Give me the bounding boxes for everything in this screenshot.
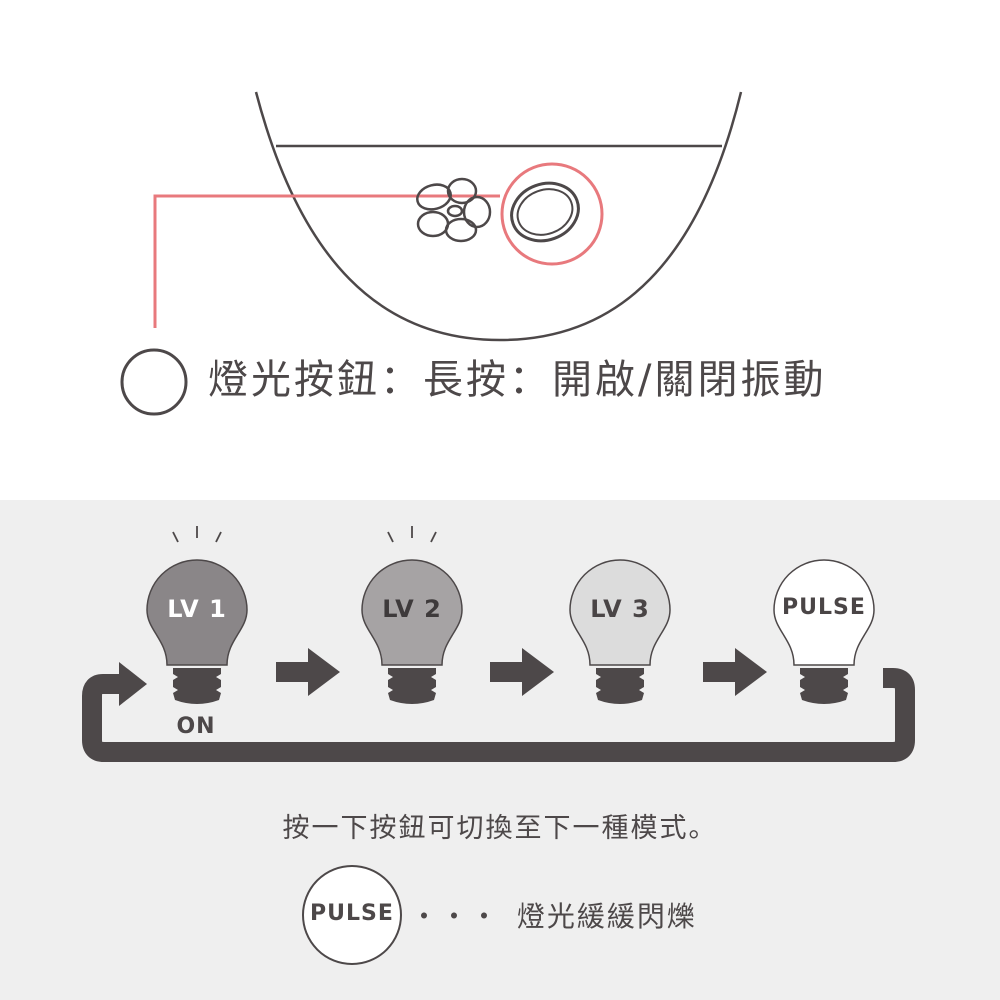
bulb-base [596,668,644,704]
arrow-right-icon [703,648,767,696]
loop-arrowhead [119,662,147,706]
bulb-base [173,668,221,704]
callout-line [155,196,500,328]
bulb-label: LV 2 [362,595,462,623]
bulb-label: PULSE [774,595,874,620]
instruction-text: 按一下按鈕可切換至下一種模式。 [0,806,1000,845]
arrow-right-icon [276,648,340,696]
bulb-label: LV 3 [570,595,670,623]
button-caption: 燈光按鈕：長按：開啟/關閉振動 [208,350,826,410]
legend-badge-label: PULSE [303,901,401,926]
legend-text: 燈光緩緩閃爍 [517,900,697,933]
legend-separator: ・・・ [410,900,500,933]
bulb-icon [570,560,670,704]
light-ray [388,532,393,542]
legend-description: ・・・ 燈光緩緩閃爍 [410,895,697,935]
light-ray [216,532,221,542]
caption-bullet-icon [122,350,186,414]
bulb-base [388,668,436,704]
light-ray [173,532,178,542]
bulb-label: LV 1 [147,595,247,623]
bulb-icon [774,560,874,704]
light-ray [431,532,436,542]
device-outline [256,92,741,340]
bulb-base [800,668,848,704]
start-label: ON [166,714,226,739]
flower-logo-icon [414,179,490,241]
arrow-right-icon [490,648,554,696]
